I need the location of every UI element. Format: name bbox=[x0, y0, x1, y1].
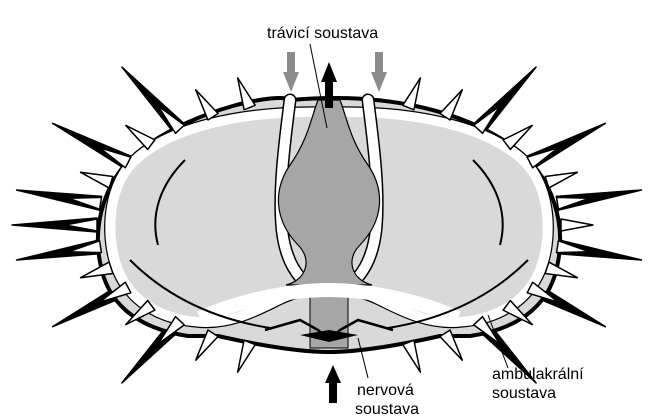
short-spine bbox=[238, 340, 256, 372]
short-spine bbox=[126, 125, 155, 149]
short-spine bbox=[403, 340, 421, 372]
label-ambulacral-system-line1: ambulakrální bbox=[492, 366, 584, 383]
label-ambulacral-system-line2: soustava bbox=[492, 385, 556, 402]
label-digestive-system: trávicí soustava bbox=[267, 25, 378, 42]
short-spine bbox=[81, 172, 113, 188]
short-spine bbox=[503, 125, 532, 149]
gray-arrow-right bbox=[371, 52, 387, 92]
label-nervous-system-line2: soustava bbox=[355, 401, 419, 418]
label-nervous-system-line1: nervová bbox=[357, 382, 414, 399]
short-spine bbox=[561, 219, 593, 231]
short-spine bbox=[440, 90, 462, 120]
short-spine bbox=[545, 172, 577, 188]
gray-arrow-left bbox=[283, 52, 299, 92]
black-arrow-bottom-up bbox=[325, 365, 341, 403]
